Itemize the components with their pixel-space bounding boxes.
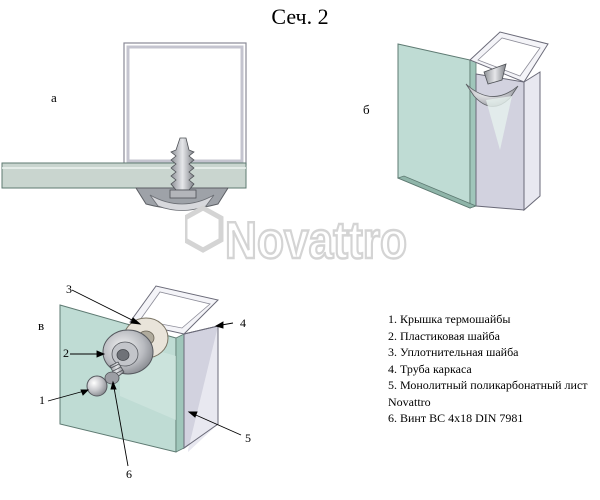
frame-tube-b (523, 71, 541, 212)
screw-section (169, 137, 197, 199)
screw-v (104, 361, 125, 385)
parts-legend: 1. Крышка термошайбы 2. Пластиковая шайб… (388, 311, 598, 427)
hexagon-logo-icon (185, 205, 224, 253)
callout-5: 5 (245, 431, 251, 445)
panel-label-v: в (38, 318, 45, 333)
panel-label-b: б (363, 102, 370, 117)
callout-6: 6 (126, 467, 132, 481)
panel-b-assembled (396, 31, 549, 212)
panel-label-a: а (51, 90, 57, 105)
legend-item: 1. Крышка термошайбы (388, 312, 511, 326)
polycarbonate-sheet-section (1, 162, 247, 189)
leader-lines (47, 289, 242, 467)
legend-item: 3. Уплотнительная шайба (388, 345, 519, 359)
legend-item: 6. Винт ВС 4х18 DIN 7981 (388, 411, 524, 425)
watermark-text: Novattro (225, 212, 407, 270)
novattro-watermark: Novattro (185, 205, 408, 271)
callout-1: 1 (39, 393, 45, 407)
panel-v-exploded (59, 285, 219, 453)
cap (86, 375, 108, 397)
panel-a-section (1, 42, 247, 211)
legend-item: 4. Труба каркаса (388, 361, 472, 376)
legend-item: 2. Пластиковая шайба (388, 328, 500, 343)
callout-3: 3 (66, 282, 72, 296)
glass-sheet-b (397, 43, 471, 209)
callout-4: 4 (240, 316, 246, 330)
legend-item: 5. Монолитный поликарбонатный лист Novat… (388, 378, 588, 409)
callout-2: 2 (63, 346, 69, 360)
section-title: Сеч. 2 (271, 4, 329, 29)
